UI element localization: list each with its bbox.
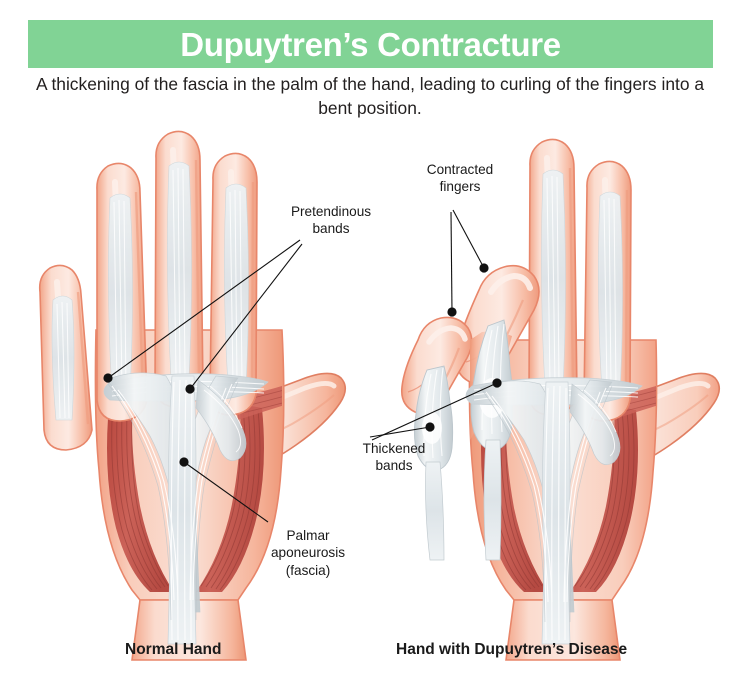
dupuytren-leader-lines xyxy=(369,209,498,441)
title-banner: Dupuytren’s Contracture xyxy=(28,20,713,68)
dupuytren-hand-illustration xyxy=(369,138,721,661)
normal-palm-muscles xyxy=(107,386,282,592)
label-thickened-bands: Thickened bands xyxy=(362,441,426,474)
page-title: Dupuytren’s Contracture xyxy=(180,25,561,63)
label-palmar-aponeurosis: Palmar aponeurosis (fascia) xyxy=(270,528,346,578)
dupuytren-palmar-aponeurosis xyxy=(479,379,621,645)
label-pretendinous-bands: Pretendinous bands xyxy=(290,204,372,237)
normal-hand-leader-lines xyxy=(107,239,303,523)
dupuytren-leader-dots xyxy=(425,263,502,432)
subtitle-text: A thickening of the fascia in the palm o… xyxy=(35,74,705,119)
normal-hand-leader-dots xyxy=(103,373,195,467)
label-contracted-fingers: Contracted fingers xyxy=(426,162,494,195)
caption-disease-hand: Hand with Dupuytren’s Disease xyxy=(396,641,628,658)
caption-normal-hand: Normal Hand xyxy=(125,641,222,658)
normal-hand-illustration xyxy=(38,130,347,661)
normal-palmar-aponeurosis xyxy=(105,372,247,645)
